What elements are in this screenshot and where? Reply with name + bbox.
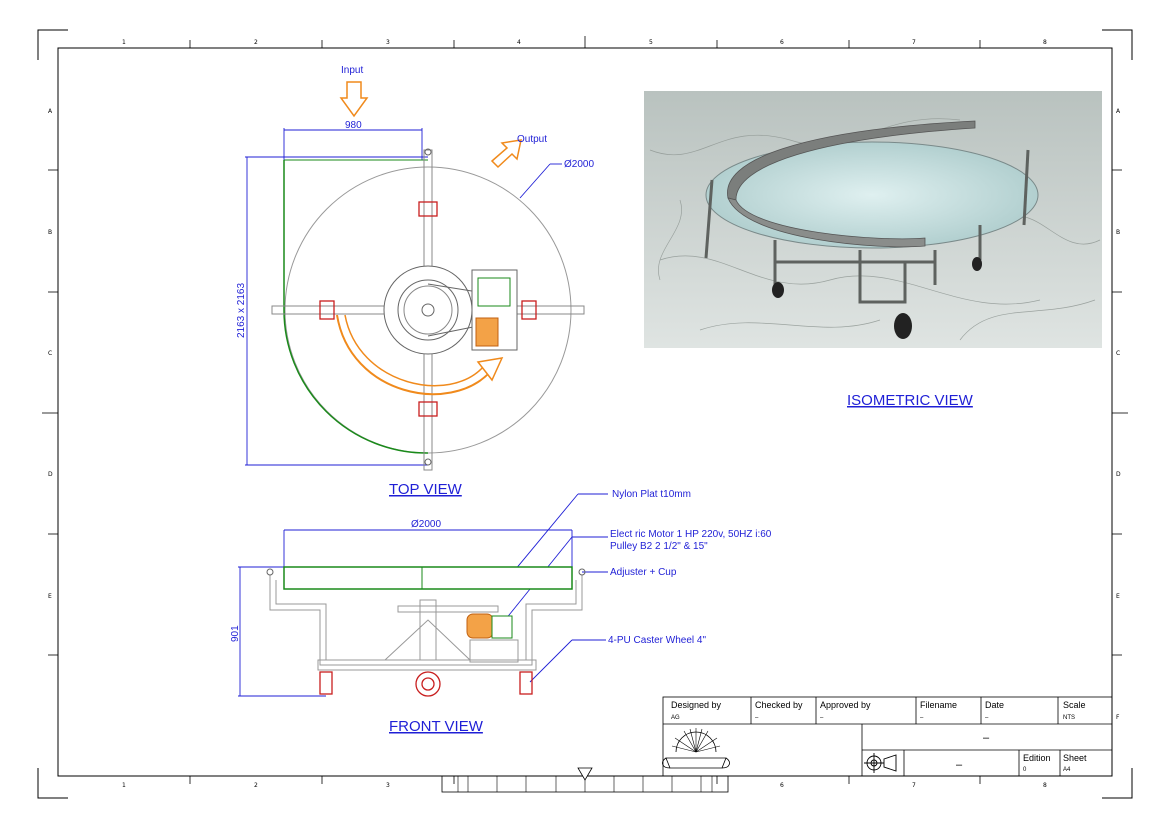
- top-dim-square: 2163 x 2163: [236, 283, 247, 338]
- designed-by-label: Designed by: [671, 700, 722, 710]
- drawing-title-value: –: [983, 732, 990, 744]
- svg-text:E: E: [48, 593, 52, 600]
- top-dim-width: 980: [345, 120, 362, 131]
- designed-by-value: AG: [671, 715, 680, 721]
- svg-text:8: 8: [1043, 39, 1047, 46]
- title-block-text: Designed by AG Checked by – Approved by …: [671, 700, 1087, 773]
- filename-label: Filename: [920, 700, 957, 710]
- svg-text:1: 1: [122, 39, 126, 46]
- top-dim-diameter: Ø2000: [564, 159, 594, 170]
- callout-caster: 4-PU Caster Wheel 4": [608, 635, 706, 646]
- svg-text:4: 4: [517, 39, 521, 46]
- svg-text:5: 5: [649, 39, 653, 46]
- callout-motor-line2: Pulley B2 2 1/2" & 15": [610, 541, 708, 552]
- title-block: [662, 696, 1113, 777]
- input-label: Input: [341, 65, 363, 76]
- row-labels-left: A B C D E: [48, 108, 53, 600]
- date-value: –: [985, 715, 989, 721]
- projection-symbol-icon: [864, 753, 897, 773]
- svg-text:E: E: [1116, 593, 1120, 600]
- front-view-drawing: Ø2000 901: [230, 493, 608, 697]
- row-labels-right: A B C D E F: [1116, 108, 1121, 721]
- sheet-frame: [37, 29, 1133, 799]
- svg-text:D: D: [1116, 471, 1121, 478]
- output-label: Output: [517, 134, 547, 145]
- date-label: Date: [985, 700, 1004, 710]
- svg-text:C: C: [48, 350, 52, 357]
- svg-text:2: 2: [254, 39, 258, 46]
- sheet-value: A4: [1063, 767, 1071, 773]
- output-arrow-icon: [490, 139, 522, 169]
- front-dim-diameter: Ø2000: [411, 519, 441, 530]
- front-dim-height: 901: [230, 625, 241, 642]
- svg-text:8: 8: [1043, 782, 1047, 789]
- svg-text:3: 3: [386, 39, 390, 46]
- scale-value: NTS: [1063, 715, 1075, 721]
- svg-text:7: 7: [912, 782, 916, 789]
- svg-text:6: 6: [780, 782, 784, 789]
- front-view-callouts: Nylon Plat t10mm Elect ric Motor 1 HP 22…: [608, 489, 772, 646]
- approved-by-value: –: [820, 715, 824, 721]
- edition-label: Edition: [1023, 753, 1051, 763]
- checked-by-value: –: [755, 715, 759, 721]
- svg-text:C: C: [1116, 350, 1120, 357]
- scale-label: Scale: [1063, 700, 1086, 710]
- callout-plate: Nylon Plat t10mm: [612, 489, 691, 500]
- svg-text:B: B: [48, 229, 52, 236]
- approved-by-label: Approved by: [820, 700, 871, 710]
- sheet-label: Sheet: [1063, 753, 1087, 763]
- svg-text:2: 2: [254, 782, 258, 789]
- isometric-view-title: ISOMETRIC VIEW: [847, 392, 974, 409]
- svg-text:F: F: [1116, 714, 1120, 721]
- column-labels-top: 1 2 3 4 5 6 7 8: [122, 39, 1047, 46]
- callout-adjuster: Adjuster + Cup: [610, 567, 677, 578]
- svg-text:A: A: [1116, 108, 1121, 115]
- front-view-title: FRONT VIEW: [389, 718, 484, 735]
- column-labels-bottom: 1 2 3 6 7 8: [122, 782, 1047, 789]
- filename-value: –: [920, 715, 924, 721]
- isometric-render: [644, 91, 1102, 348]
- drawing-number-value: –: [956, 759, 963, 771]
- input-arrow-icon: [339, 81, 369, 118]
- checked-by-label: Checked by: [755, 700, 803, 710]
- company-logo: [662, 728, 730, 769]
- svg-text:3: 3: [386, 782, 390, 789]
- callout-motor-line1: Elect ric Motor 1 HP 220v, 50HZ i:60: [610, 529, 772, 540]
- svg-text:7: 7: [912, 39, 916, 46]
- top-view-title: TOP VIEW: [389, 481, 463, 498]
- svg-text:B: B: [1116, 229, 1120, 236]
- top-view-drawing: Input Output 980 2163 x 2163 Ø2000: [236, 65, 594, 471]
- svg-text:D: D: [48, 471, 53, 478]
- svg-text:1: 1: [122, 782, 126, 789]
- edition-value: 0: [1023, 767, 1027, 773]
- svg-text:6: 6: [780, 39, 784, 46]
- svg-text:A: A: [48, 108, 53, 115]
